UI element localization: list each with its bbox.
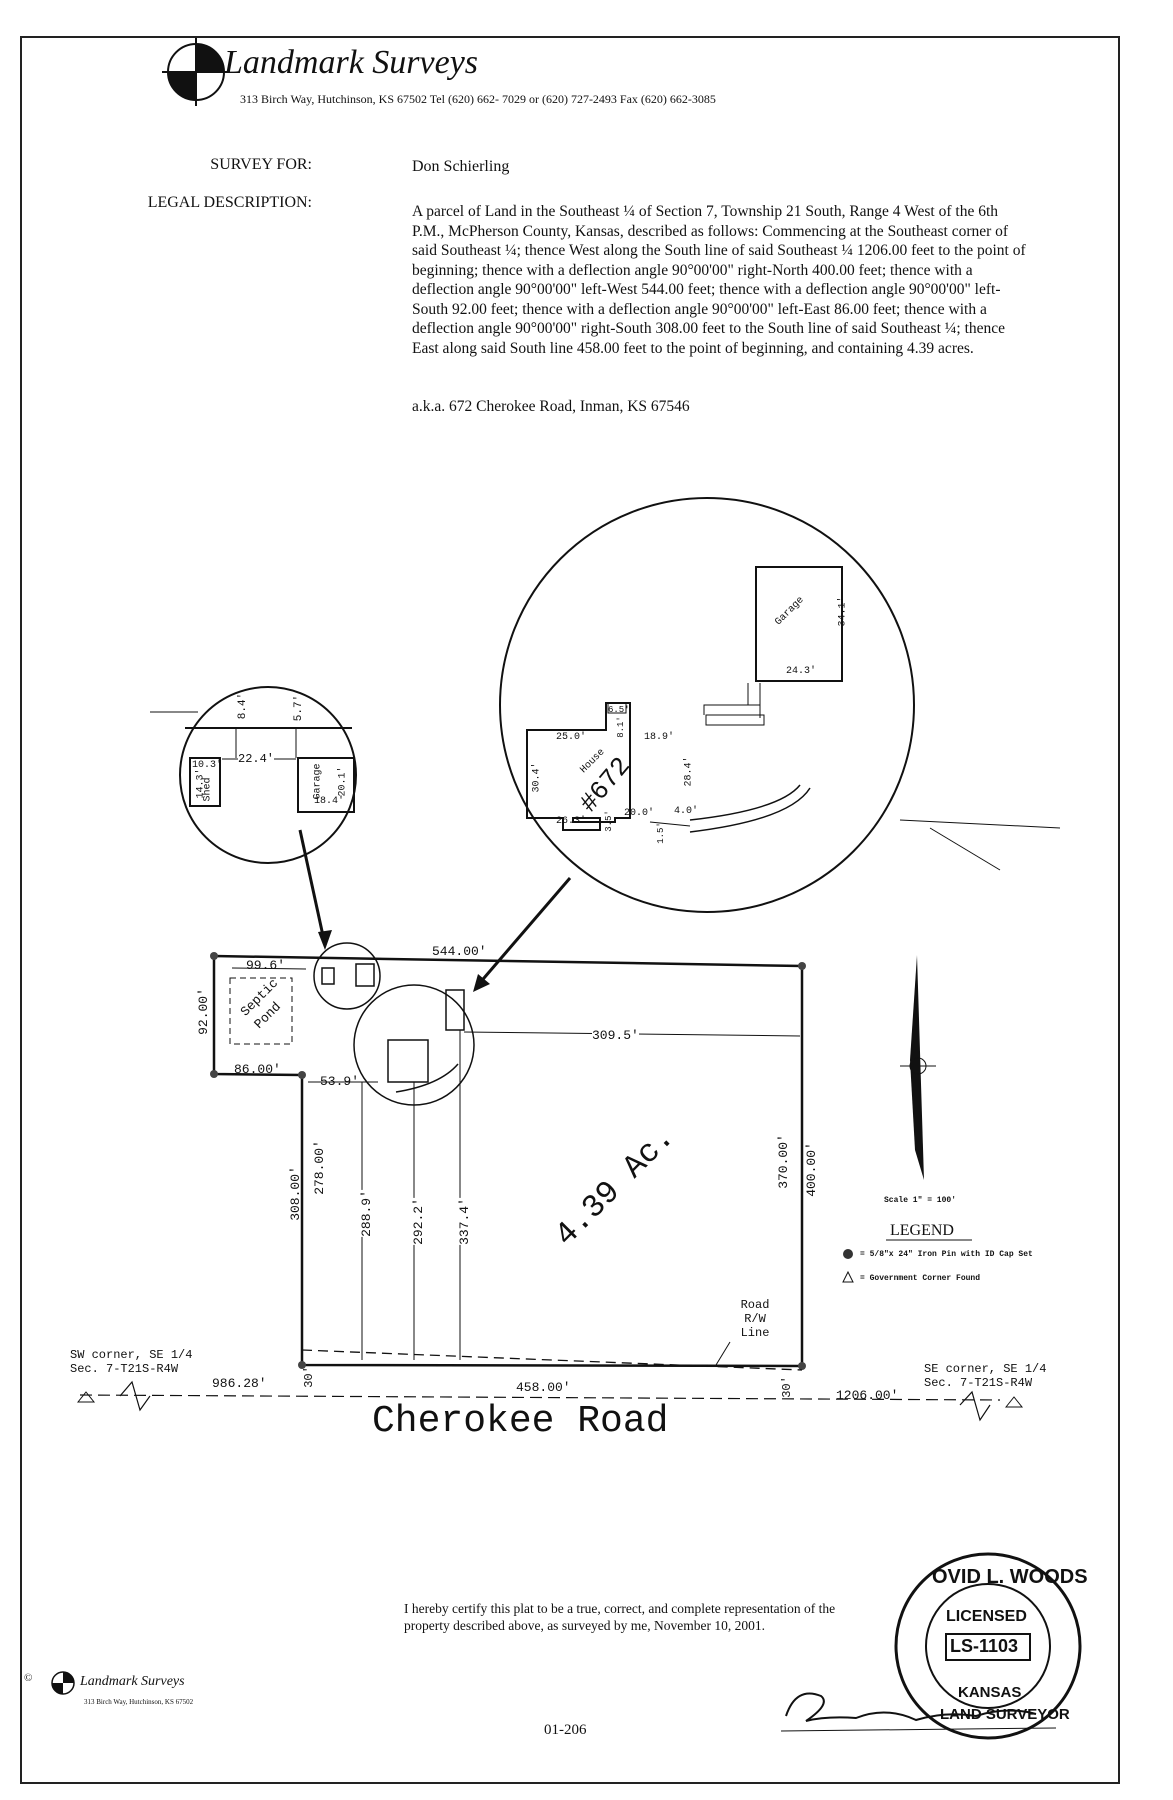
copyright-symbol: © [24,1672,33,1684]
dim-4-0: 4.0' [674,806,699,817]
footer-address: 313 Birch Way, Hutchinson, KS 67502 [84,1698,194,1706]
dim-30-4: 30.4' [531,762,543,793]
legend-item-gov-corner: = Government Corner Found [860,1274,981,1283]
footer-logo [51,1671,75,1695]
dim-400: 400.00' [803,1142,819,1197]
dim-370: 370.00' [775,1134,791,1189]
dim-458: 458.00' [516,1380,571,1395]
dim-20-0: 20.0' [624,808,655,819]
dim-308: 308.00' [287,1166,303,1221]
dim-25-0: 25.0' [556,732,587,743]
dim-30-east: 30' [779,1376,794,1398]
dim-18-9: 18.9' [644,732,675,743]
dim-1-5: 1.5' [655,822,666,844]
road-name: Cherokee Road [372,1400,669,1443]
dim-8-4: 8.4' [237,692,250,720]
job-number: 01-206 [544,1722,587,1738]
dim-86: 86.00' [234,1062,281,1077]
dim-30-west: 30' [301,1366,316,1388]
page-border [20,36,1120,1784]
dim-west-top: 99.6' [246,958,286,973]
seal-name: OVID L. WOODS [932,1566,1088,1588]
legend-item-iron-pin: = 5/8"x 24" Iron Pin with ID Cap Set [860,1250,1033,1259]
dim-92: 92.00' [195,988,211,1035]
shed-label: Shed [202,777,214,802]
dim-34-1: 34.1' [837,596,849,627]
footer-company: Landmark Surveys [80,1674,185,1689]
dim-22-4: 22.4' [238,752,275,766]
aka-address: a.k.a. 672 Cherokee Road, Inman, KS 6754… [412,398,690,415]
surveyor-signature [780,1692,1057,1732]
scale-note: Scale 1" = 100' [884,1196,957,1205]
dim-top: 544.00' [432,944,487,959]
dim-6-5: 6.5' [608,705,630,715]
dim-292-2: 292.2' [410,1198,426,1245]
certification-text: I hereby certify this plat to be a true,… [404,1601,836,1633]
seal-licensed: LICENSED [946,1608,1027,1625]
company-name: Landmark Surveys [224,44,479,81]
legend-title: LEGEND [890,1222,954,1239]
dim-24-3: 24.3' [786,666,817,677]
dim-20-1: 20.1' [337,766,349,797]
small-garage-label: Garage [312,763,324,800]
dim-1206: 1206.00' [836,1388,899,1403]
dim-10-3: 10.3' [192,760,223,771]
legal-description-text: A parcel of Land in the Southeast ¼ of S… [412,203,1026,357]
seal-state: KANSAS [958,1684,1022,1701]
dim-278: 278.00' [311,1140,327,1195]
legal-description-label: LEGAL DESCRIPTION: [147,194,312,211]
dim-3-5: 3.5' [603,810,614,832]
company-address: 313 Birch Way, Hutchinson, KS 67502 Tel … [240,92,716,106]
seal-title: LAND SURVEYOR [940,1706,1070,1723]
dim-5-7: 5.7' [293,694,306,722]
dim-309-5: 309.5' [592,1028,639,1043]
dim-8-1: 8.1' [615,716,626,738]
dim-26-3: 26.3' [556,816,587,827]
seal-number: LS-1103 [950,1636,1019,1656]
dim-18-4: 18.4' [314,796,345,807]
dim-288-9: 288.9' [358,1190,374,1237]
survey-for-label: SURVEY FOR: [210,156,312,173]
landmark-logo [162,38,230,106]
dim-28-4: 28.4' [683,756,695,787]
dim-986: 986.28' [212,1376,267,1391]
dim-53-9: 53.9' [320,1074,360,1089]
survey-for-value: Don Schierling [412,158,510,175]
dim-337-4: 337.4' [456,1198,472,1245]
